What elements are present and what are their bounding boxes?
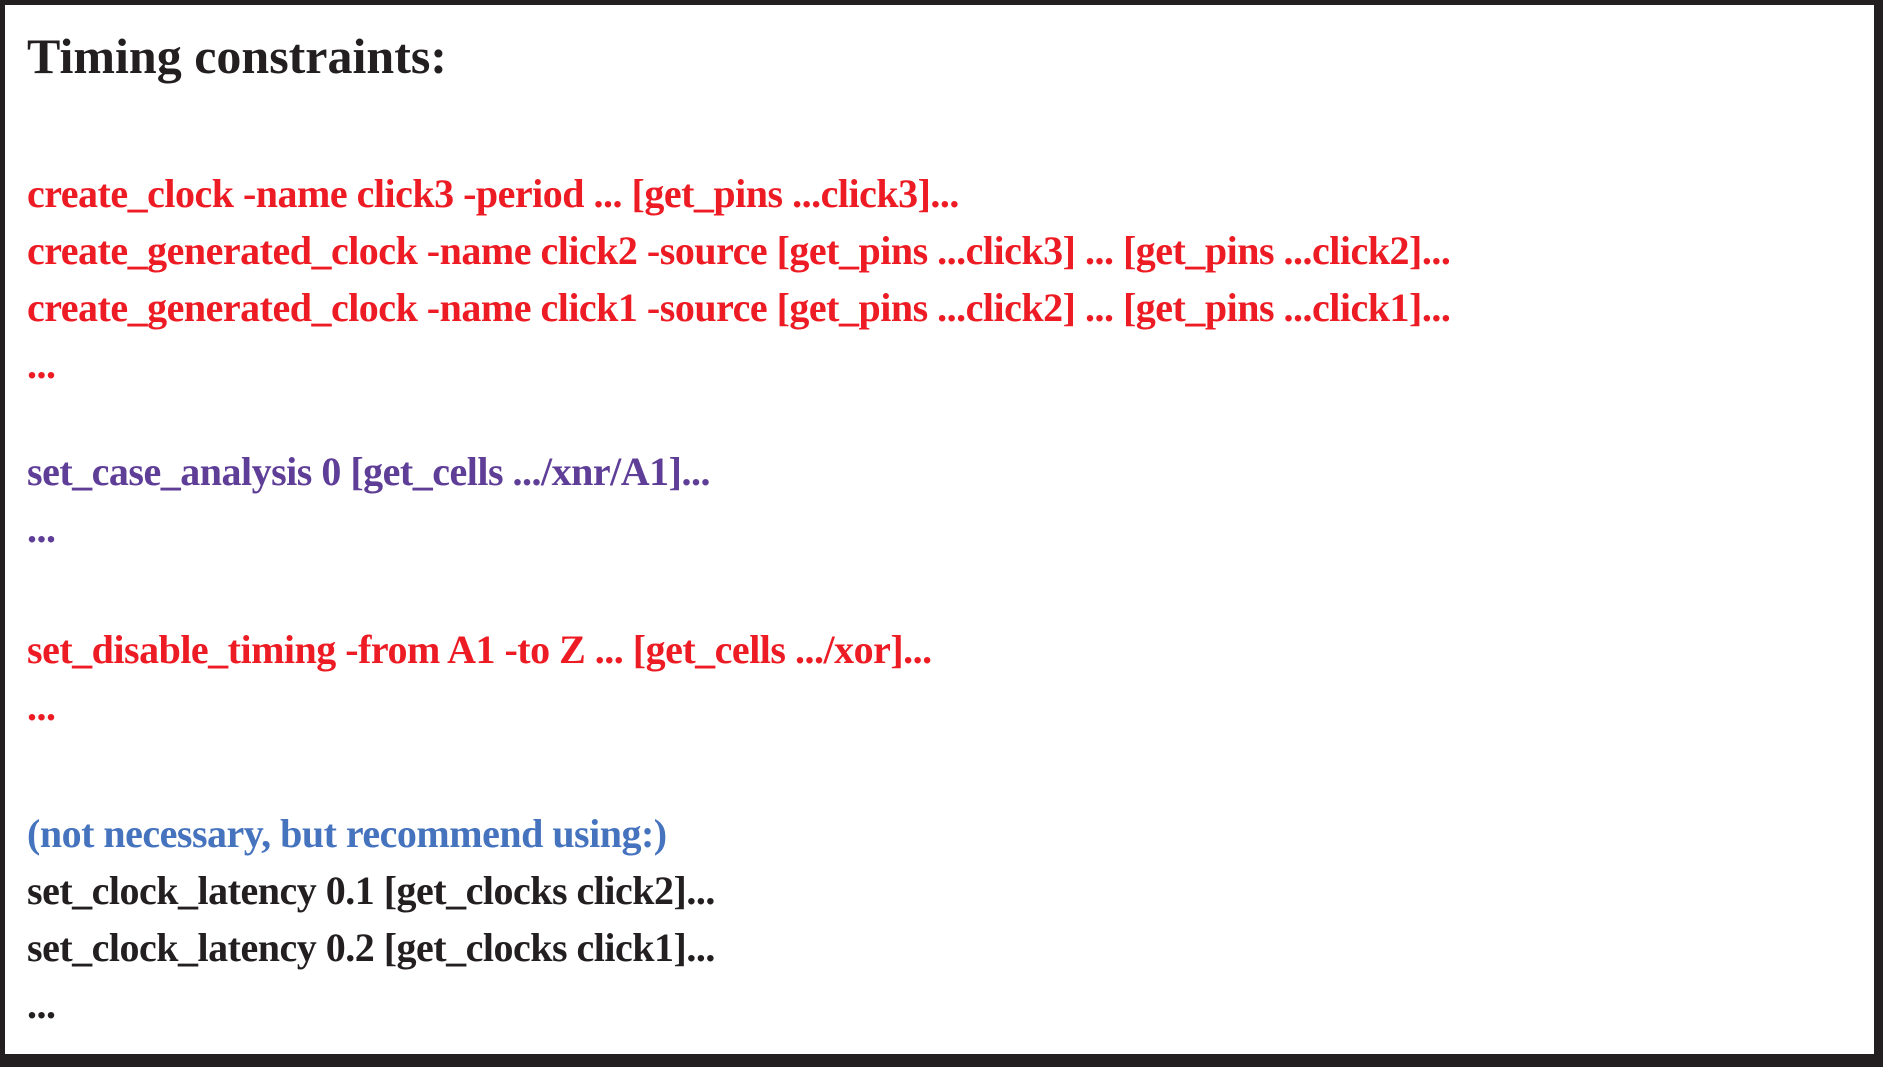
recommendation-note-line: (not necessary, but recommend using:) <box>27 811 667 856</box>
create-generated-clock-click2-line: create_generated_clock -name click2 -sou… <box>27 228 1451 273</box>
case-analysis-ellipsis-line: ... <box>27 506 56 551</box>
set-clock-latency-click1-line: set_clock_latency 0.2 [get_clocks click1… <box>27 925 715 970</box>
section-case-analysis: set_case_analysis 0 [get_cells .../xnr/A… <box>27 443 1864 557</box>
section-disable-timing: set_disable_timing -from A1 -to Z ... [g… <box>27 621 1864 735</box>
set-clock-latency-click2-line: set_clock_latency 0.1 [get_clocks click2… <box>27 868 715 913</box>
clock-creation-ellipsis-line: ... <box>27 342 56 387</box>
disable-timing-ellipsis-line: ... <box>27 684 56 729</box>
create-clock-click3-line: create_clock -name click3 -period ... [g… <box>27 171 959 216</box>
panel-title: Timing constraints: <box>27 28 447 84</box>
set-disable-timing-line: set_disable_timing -from A1 -to Z ... [g… <box>27 627 932 672</box>
create-generated-clock-click1-line: create_generated_clock -name click1 -sou… <box>27 285 1451 330</box>
clock-latency-ellipsis-line: ... <box>27 982 56 1027</box>
section-clock-latency: (not necessary, but recommend using:) se… <box>27 805 1864 1033</box>
set-case-analysis-line: set_case_analysis 0 [get_cells .../xnr/A… <box>27 449 710 494</box>
section-clock-creation: create_clock -name click3 -period ... [g… <box>27 165 1864 393</box>
